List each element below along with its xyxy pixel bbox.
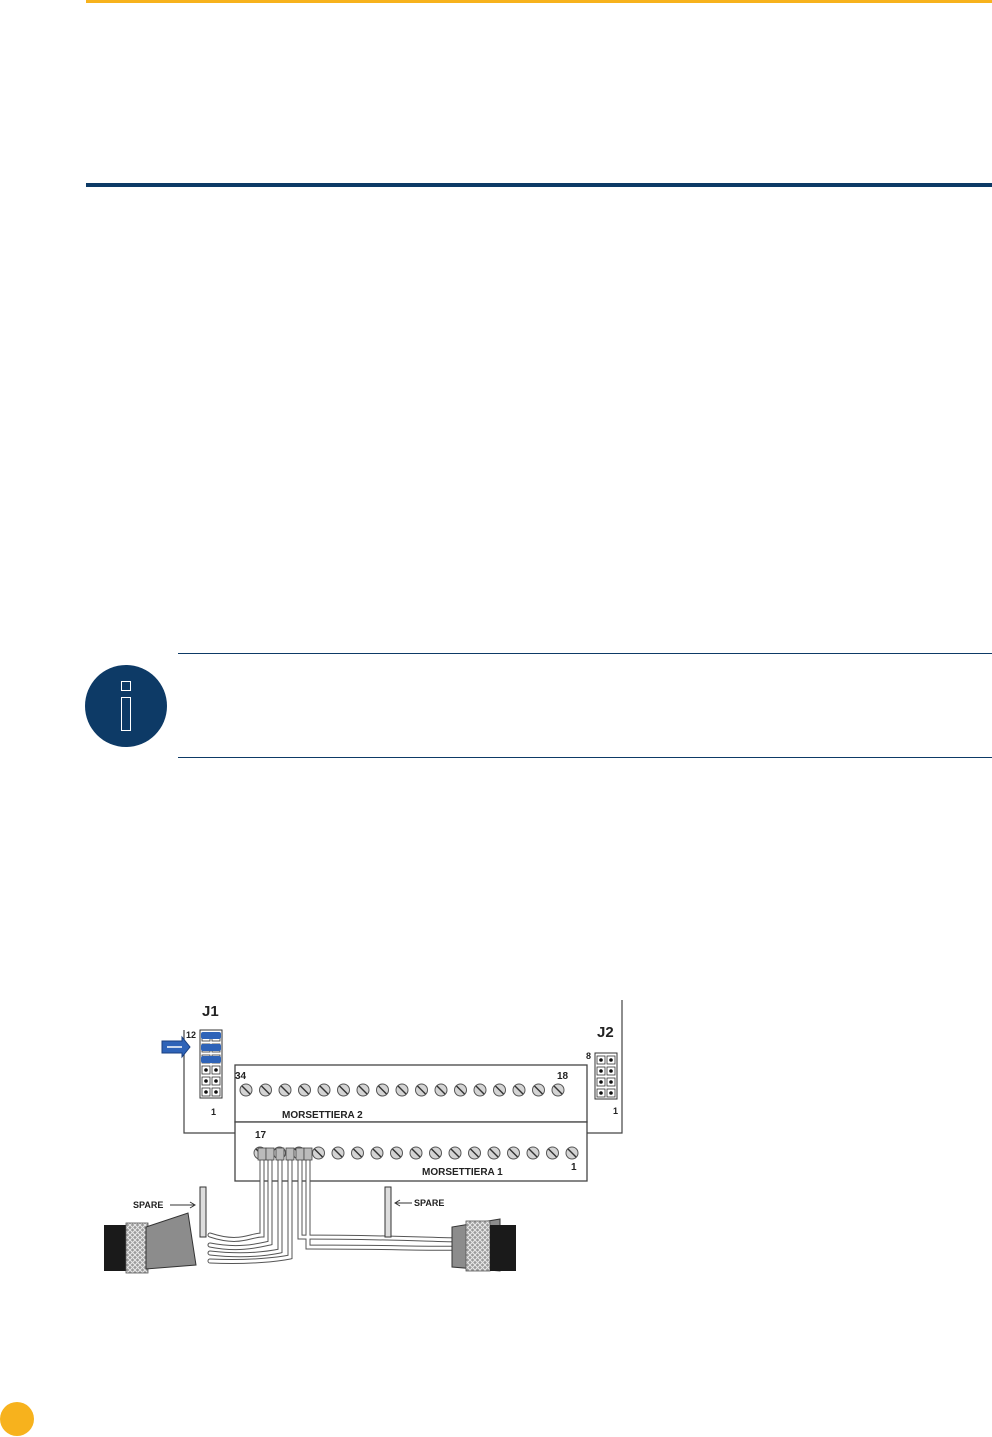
j1-header	[199, 1029, 223, 1099]
pin	[599, 1080, 603, 1084]
cable-left	[104, 1212, 197, 1274]
screw-slot	[456, 1085, 465, 1095]
pin	[204, 1079, 208, 1083]
pin	[214, 1090, 218, 1094]
screw-slot	[450, 1148, 460, 1158]
screw-slot	[372, 1148, 382, 1158]
board-outline-right	[587, 1000, 623, 1134]
tb2-label: MORSETTIERA 2	[282, 1110, 363, 1121]
screw-slot	[339, 1085, 348, 1095]
pin	[204, 1090, 208, 1094]
header-accent-rule	[86, 0, 992, 3]
pin	[214, 1079, 218, 1083]
j1-pin-top: 12	[186, 1030, 196, 1040]
screw-slot	[509, 1148, 518, 1158]
screw-slot	[333, 1148, 343, 1158]
j2-pin-bottom: 1	[613, 1106, 618, 1116]
pin	[599, 1091, 603, 1095]
pin	[609, 1069, 613, 1073]
spare-label-left: SPARE	[133, 1200, 163, 1210]
j2-label: J2	[597, 1024, 614, 1041]
j2-header	[594, 1052, 618, 1100]
screw-slot	[553, 1085, 563, 1095]
screw-slot	[417, 1085, 426, 1095]
screw-slot	[300, 1085, 309, 1095]
spare-arrow-left	[170, 1201, 196, 1209]
screw-slot	[314, 1148, 323, 1158]
board-outline-left	[183, 1030, 235, 1134]
screw-slot	[431, 1148, 440, 1158]
screw-slot	[261, 1085, 270, 1095]
screw-slot	[514, 1085, 524, 1095]
info-icon-bar	[121, 697, 131, 731]
screw-slot	[280, 1085, 290, 1095]
pin	[599, 1058, 603, 1062]
screw-slot	[353, 1148, 362, 1158]
j1-jumpers	[201, 1032, 221, 1063]
note-bottom-rule	[178, 757, 992, 758]
screw-slot	[470, 1148, 479, 1158]
screw-slot	[392, 1148, 401, 1158]
tb2-screws	[239, 1083, 565, 1097]
pin	[609, 1091, 613, 1095]
pin	[214, 1068, 218, 1072]
section-divider	[86, 183, 992, 187]
screw-slot	[534, 1085, 543, 1095]
screw-slot	[495, 1085, 504, 1095]
screw-slot	[397, 1085, 407, 1095]
screw-slot	[567, 1148, 577, 1158]
terminal-lugs	[257, 1147, 313, 1161]
screw-slot	[319, 1085, 329, 1095]
spare-wire-left	[199, 1186, 207, 1238]
terminal-block-2	[234, 1064, 588, 1123]
screw-slot	[548, 1148, 557, 1158]
j2-pin-top: 8	[586, 1051, 591, 1061]
info-icon	[85, 665, 167, 747]
screw-slot	[411, 1148, 421, 1158]
tb2-end-number: 18	[557, 1071, 569, 1082]
screw-slot	[489, 1148, 499, 1158]
header-body	[594, 1052, 618, 1100]
cable-right	[451, 1218, 516, 1272]
spare-label-right: SPARE	[414, 1198, 444, 1208]
tb1-label: MORSETTIERA 1	[422, 1167, 503, 1178]
tb2-start-number: 34	[235, 1071, 247, 1082]
wiring-diagram: J1 12 1 J2 8 1 34 18 MORSETTIERA 2 17 1 …	[104, 1000, 623, 1274]
screw-slot	[378, 1085, 387, 1095]
note-top-rule	[178, 653, 992, 654]
screw-slot	[358, 1085, 368, 1095]
pin	[609, 1058, 613, 1062]
pin	[204, 1068, 208, 1072]
page-marker	[0, 1402, 34, 1436]
info-icon-dot	[121, 681, 131, 691]
j1-label: J1	[202, 1003, 219, 1020]
tb1-end-number: 1	[571, 1162, 577, 1173]
j1-pin-bottom: 1	[211, 1107, 216, 1117]
screw-slot	[528, 1148, 538, 1158]
screw-slot	[475, 1085, 485, 1095]
pin	[609, 1080, 613, 1084]
spare-arrow-right	[394, 1199, 412, 1207]
tb1-start-number: 17	[255, 1130, 267, 1141]
screw-slot	[436, 1085, 446, 1095]
pin	[599, 1069, 603, 1073]
spare-wire-right	[384, 1186, 392, 1238]
screw-slot	[241, 1085, 251, 1095]
